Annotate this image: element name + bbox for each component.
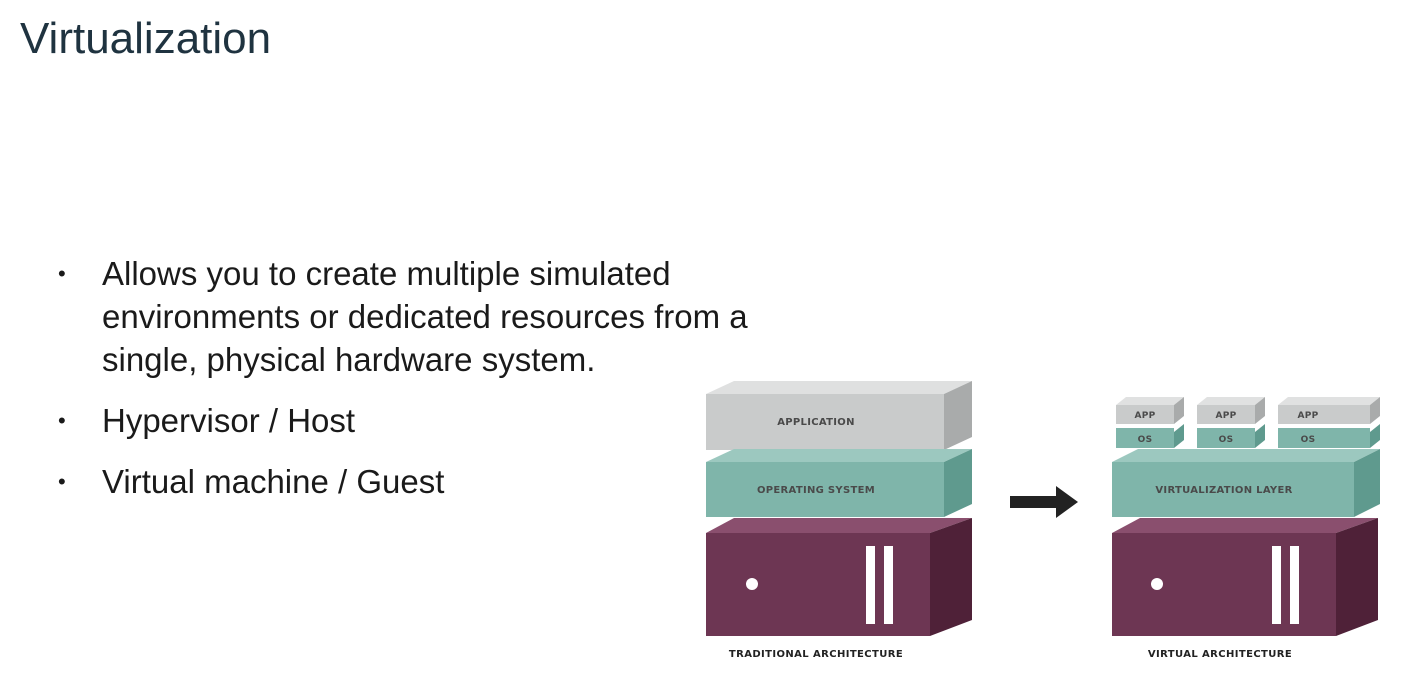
power-light-icon: [746, 578, 758, 590]
hardware-server: [1112, 518, 1378, 636]
os-label: OS: [1138, 435, 1153, 445]
app-block: APP: [1278, 397, 1380, 424]
bullet-marker: •: [58, 469, 66, 494]
bullet-item: • Allows you to create multiple simulate…: [52, 252, 812, 381]
operating-system-label: OPERATING SYSTEM: [757, 485, 875, 496]
hardware-server: [706, 518, 972, 636]
traditional-caption: TRADITIONAL ARCHITECTURE: [729, 649, 903, 660]
drive-bay-icon: [1272, 546, 1281, 624]
right-arrow-icon: [1010, 486, 1078, 518]
bullet-marker: •: [58, 408, 66, 433]
power-light-icon: [1151, 578, 1163, 590]
virtual-architecture: APP APP APP OS OS OS: [1112, 397, 1380, 660]
application-block: APPLICATION: [706, 381, 972, 450]
drive-bay-icon: [884, 546, 893, 624]
bullet-item: • Hypervisor / Host: [52, 399, 812, 442]
app-block: APP: [1116, 397, 1184, 424]
operating-system-block: OPERATING SYSTEM: [706, 449, 972, 517]
app-label: APP: [1297, 411, 1318, 421]
virtualization-layer-label: VIRTUALIZATION LAYER: [1155, 485, 1292, 496]
app-label: APP: [1215, 411, 1236, 421]
bullet-item: • Virtual machine / Guest: [52, 460, 812, 503]
drive-bay-icon: [1290, 546, 1299, 624]
app-block: APP: [1197, 397, 1265, 424]
os-label: OS: [1219, 435, 1234, 445]
os-block: OS: [1278, 424, 1380, 448]
bullet-text: Allows you to create multiple simulated …: [102, 255, 748, 378]
bullet-text: Virtual machine / Guest: [102, 463, 445, 500]
os-label: OS: [1301, 435, 1316, 445]
virtualization-layer-block: VIRTUALIZATION LAYER: [1112, 449, 1380, 517]
traditional-architecture: APPLICATION OPERATING SYSTEM TRADITIONAL…: [706, 381, 972, 660]
drive-bay-icon: [866, 546, 875, 624]
bullet-marker: •: [58, 261, 66, 286]
app-label: APP: [1134, 411, 1155, 421]
bullet-list: • Allows you to create multiple simulate…: [52, 252, 812, 521]
virtual-caption: VIRTUAL ARCHITECTURE: [1148, 649, 1292, 660]
bullet-text: Hypervisor / Host: [102, 402, 356, 439]
application-label: APPLICATION: [777, 417, 855, 428]
os-block: OS: [1197, 424, 1265, 448]
slide-title: Virtualization: [20, 14, 272, 63]
os-block: OS: [1116, 424, 1184, 448]
